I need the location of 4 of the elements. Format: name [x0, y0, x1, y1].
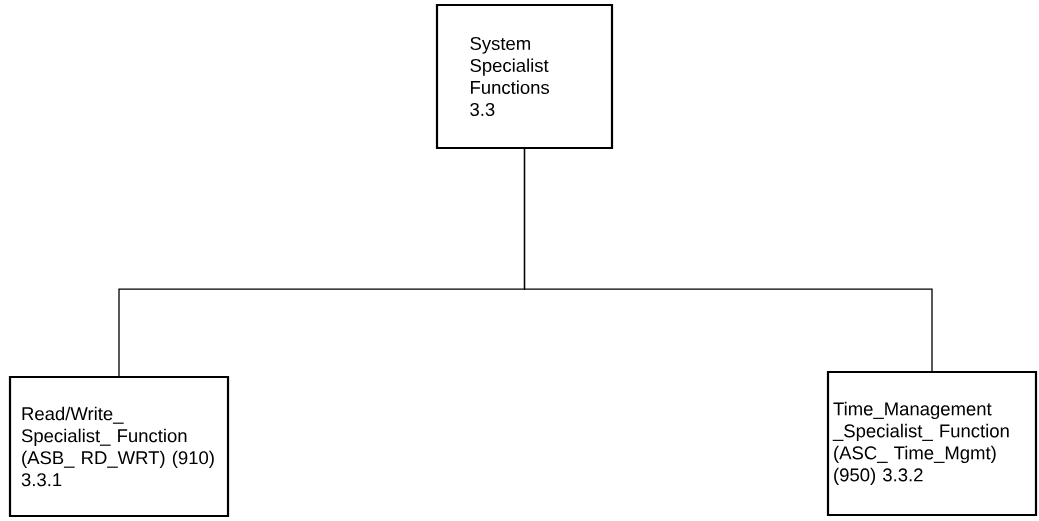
- connector-line: [523, 148, 933, 372]
- process-box: System Specialist Functions 3.3: [435, 3, 614, 150]
- process-box: Read/Write_ Specialist_ Function (ASB_ RD_WRT) (910) 3.3.1: [8, 375, 230, 518]
- process-box: Time_Management _Specialist_ Function (ASC_ Time_Mgmt) (950) 3.3.2: [826, 370, 1038, 517]
